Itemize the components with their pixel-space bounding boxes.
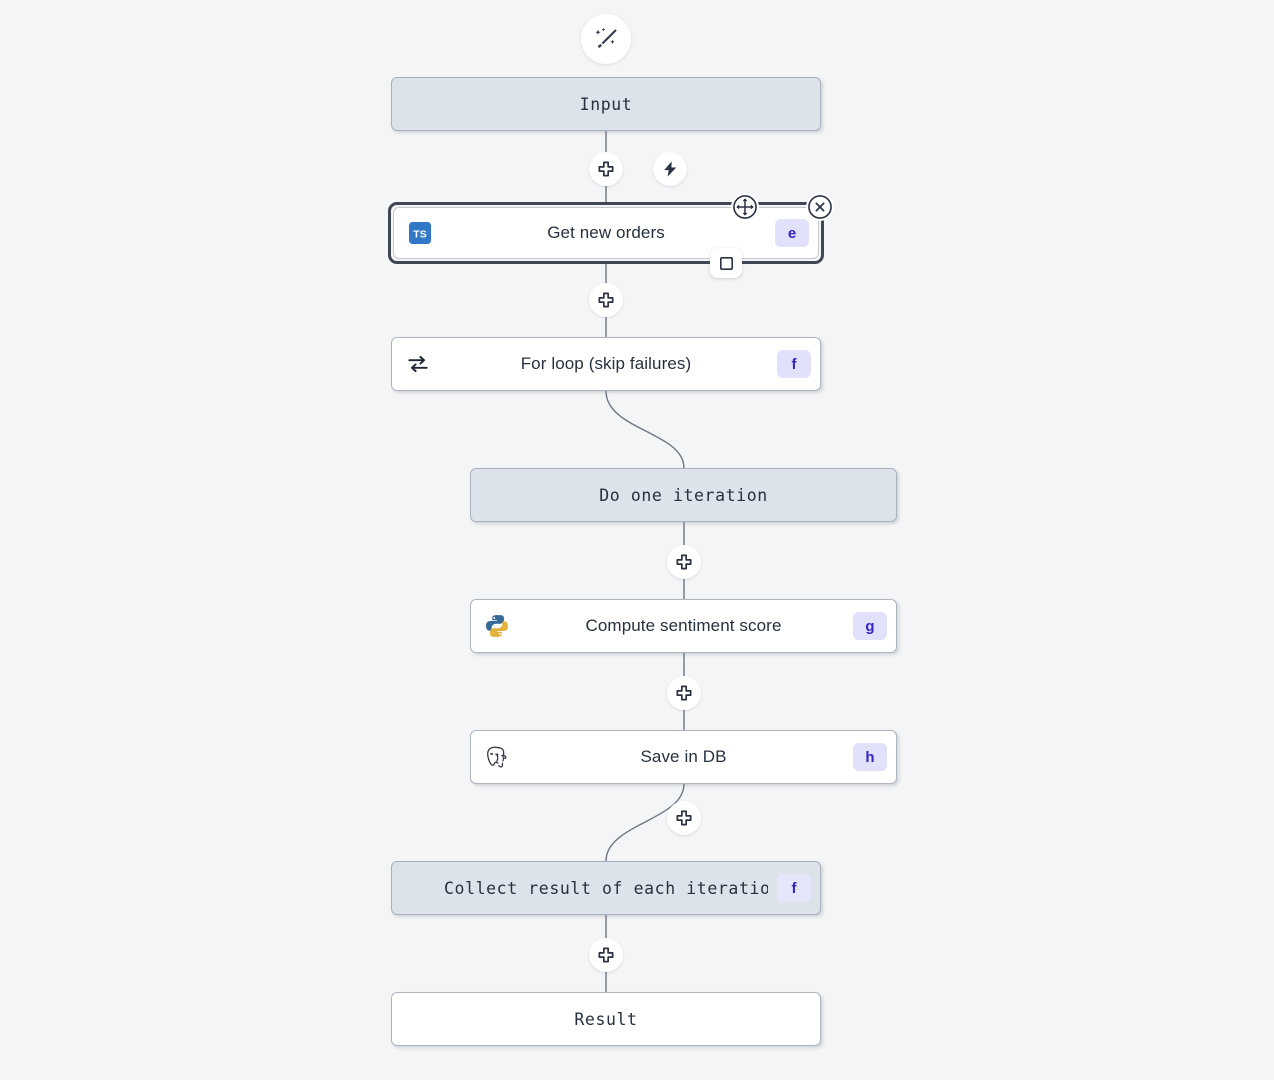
node-badge[interactable]: g xyxy=(853,612,887,640)
select-node-button[interactable] xyxy=(710,248,742,278)
node-icon-slot xyxy=(471,744,523,770)
close-icon xyxy=(807,194,833,220)
magic-wand-icon xyxy=(593,26,619,52)
node-for-loop[interactable]: For loop (skip failures) f xyxy=(391,337,821,391)
node-label: Save in DB xyxy=(640,747,727,766)
plus-icon xyxy=(597,291,615,309)
node-label: Collect result of each iteration xyxy=(444,878,768,898)
node-badge-slot: e xyxy=(766,219,818,247)
plus-icon xyxy=(597,160,615,178)
python-icon xyxy=(484,613,510,639)
node-badge[interactable]: f xyxy=(777,874,811,902)
node-label: Compute sentiment score xyxy=(585,616,782,635)
node-label: Input xyxy=(579,94,633,114)
node-save-in-db[interactable]: Save in DB h xyxy=(470,730,897,784)
node-badge[interactable]: f xyxy=(777,350,811,378)
move-handle-icon xyxy=(732,194,758,220)
loop-icon xyxy=(405,351,431,377)
node-badge[interactable]: e xyxy=(775,219,809,247)
node-icon-slot: TS xyxy=(394,221,446,245)
plus-icon xyxy=(675,684,693,702)
node-do-one-iteration[interactable]: Do one iteration xyxy=(470,468,897,522)
node-input[interactable]: Input xyxy=(391,77,821,131)
add-step-button-3[interactable] xyxy=(667,545,701,579)
move-node-handle[interactable] xyxy=(731,193,759,221)
square-icon xyxy=(718,255,735,272)
remove-node-button[interactable] xyxy=(806,193,834,221)
node-icon-slot xyxy=(471,613,523,639)
add-trigger-button[interactable] xyxy=(653,152,687,186)
add-step-button-5[interactable] xyxy=(667,801,701,835)
node-label: Get new orders xyxy=(547,223,665,242)
node-badge-slot: h xyxy=(844,743,896,771)
node-badge[interactable]: h xyxy=(853,743,887,771)
node-badge-slot: g xyxy=(844,612,896,640)
node-get-new-orders-selection[interactable]: TS Get new orders e xyxy=(388,202,824,264)
node-label: Do one iteration xyxy=(599,485,768,505)
node-badge-slot: f xyxy=(768,350,820,378)
plus-icon xyxy=(675,809,693,827)
svg-text:TS: TS xyxy=(413,229,426,241)
node-badge-slot: f xyxy=(768,874,820,902)
node-label: For loop (skip failures) xyxy=(520,354,692,373)
node-collect-result[interactable]: Collect result of each iteration f xyxy=(391,861,821,915)
node-get-new-orders[interactable]: TS Get new orders e xyxy=(393,207,819,259)
add-step-button-6[interactable] xyxy=(589,938,623,972)
node-result[interactable]: Result xyxy=(391,992,821,1046)
node-compute-sentiment-score[interactable]: Compute sentiment score g xyxy=(470,599,897,653)
magic-wand-button[interactable] xyxy=(581,14,631,64)
plus-icon xyxy=(675,553,693,571)
plus-icon xyxy=(597,946,615,964)
typescript-icon: TS xyxy=(408,221,432,245)
add-step-button-1[interactable] xyxy=(589,152,623,186)
add-step-button-2[interactable] xyxy=(589,283,623,317)
node-icon-slot xyxy=(392,351,444,377)
node-label: Result xyxy=(574,1009,638,1029)
lightning-bolt-icon xyxy=(661,160,679,178)
postgresql-icon xyxy=(484,744,510,770)
add-step-button-4[interactable] xyxy=(667,676,701,710)
